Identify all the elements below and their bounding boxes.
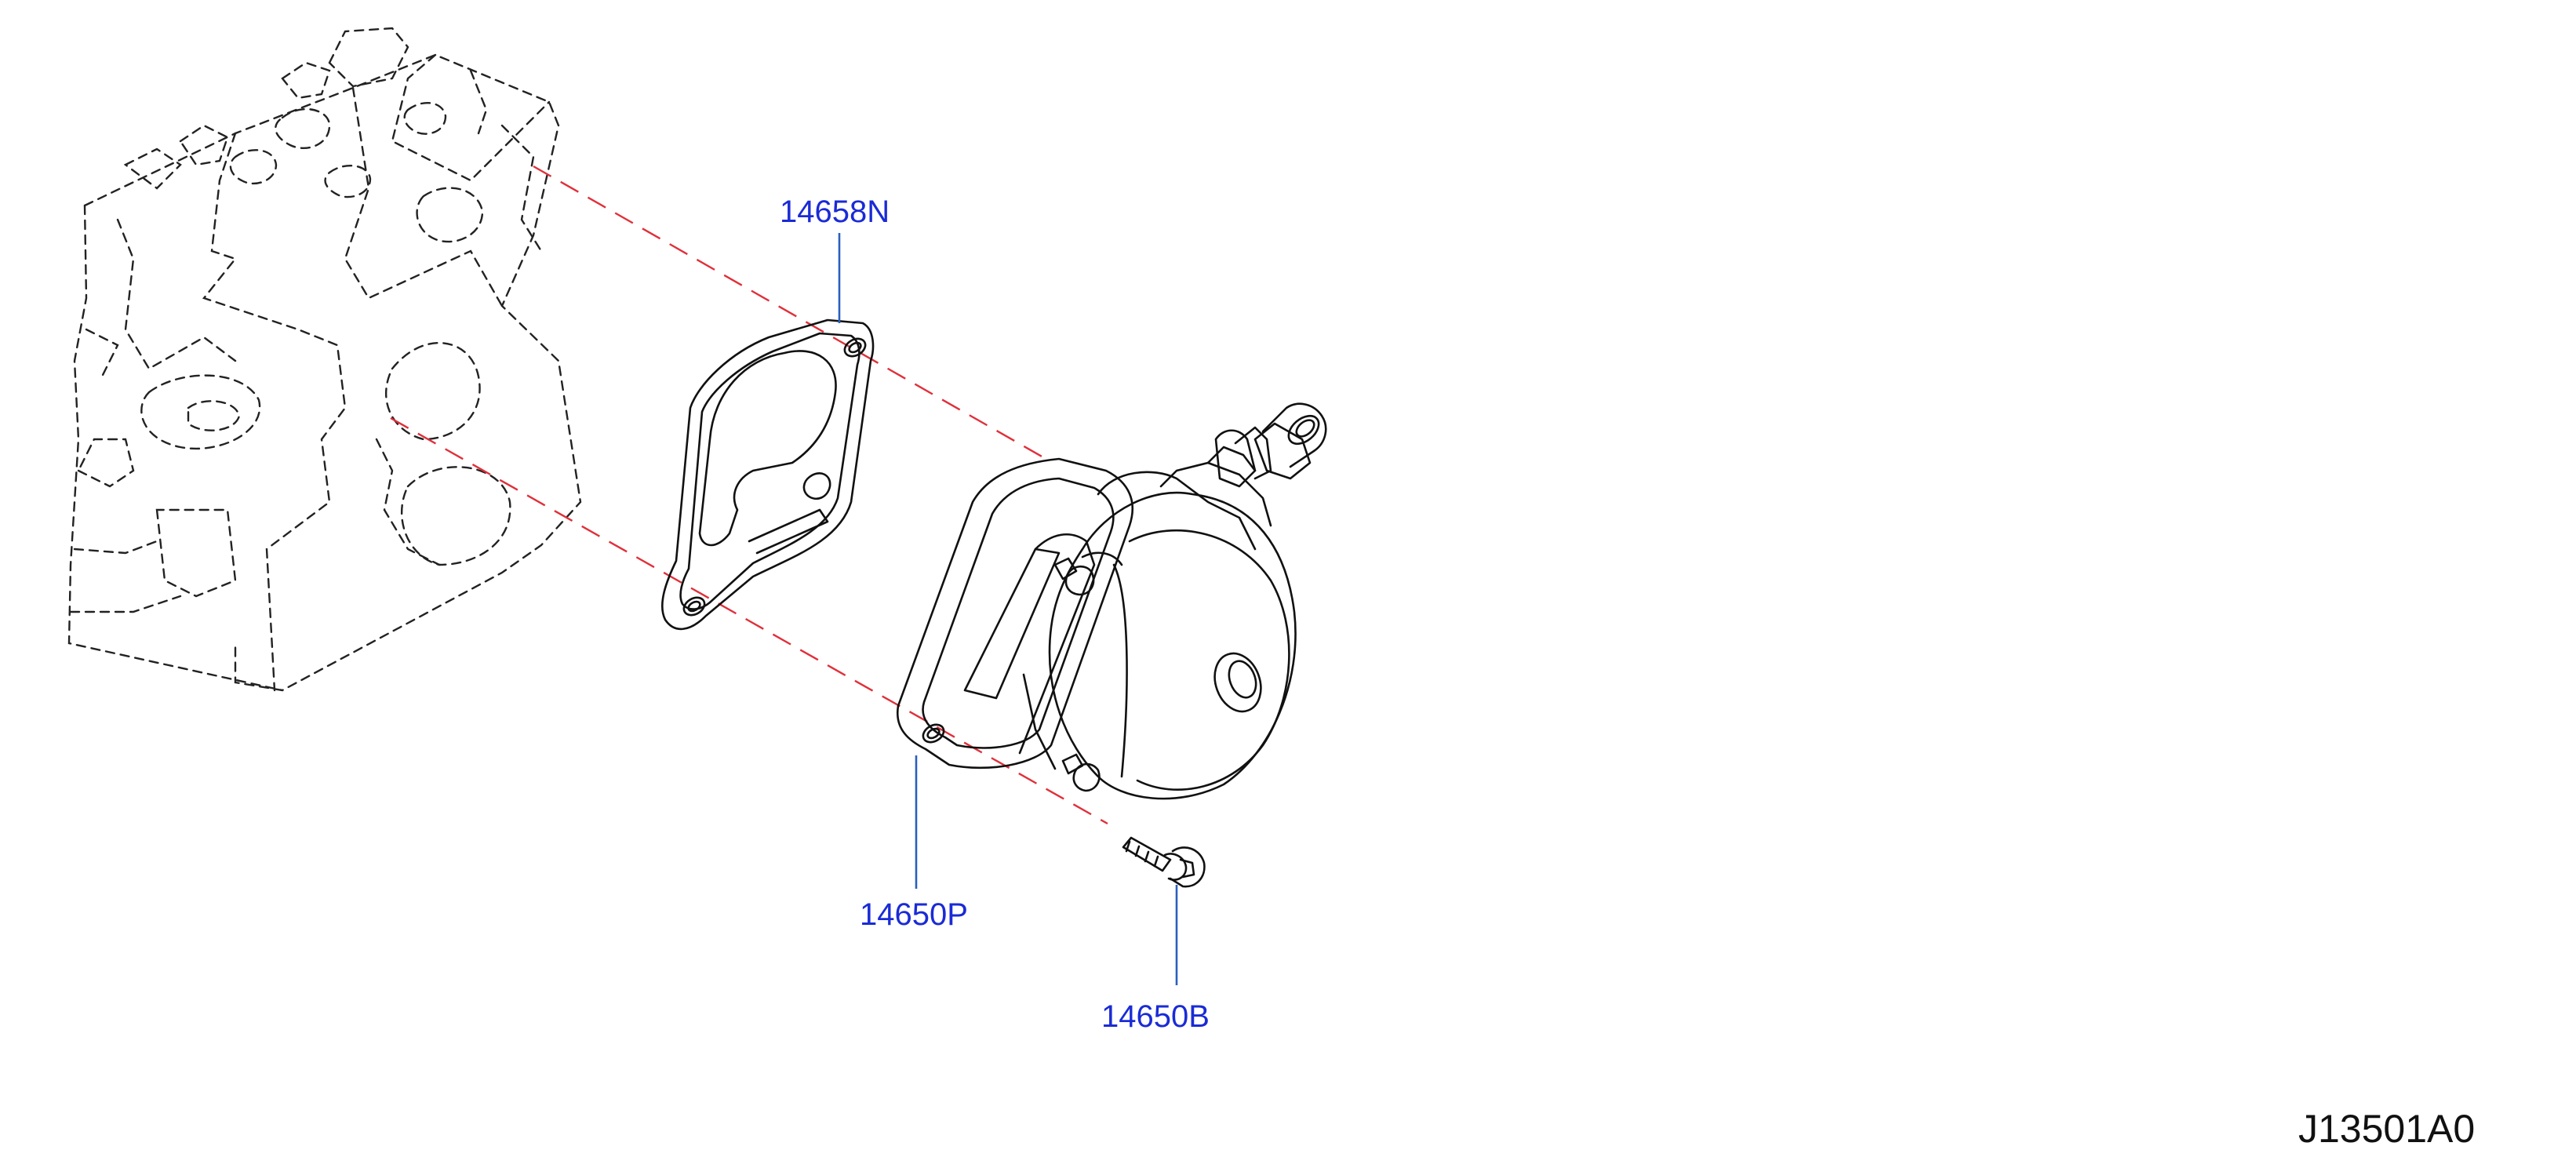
callout-14650P[interactable]: 14650P — [860, 897, 968, 932]
alignment-lines — [390, 165, 1108, 825]
bolt-part[interactable] — [1122, 836, 1206, 888]
engine-block-ghost — [67, 27, 582, 692]
gasket-part[interactable] — [661, 318, 875, 631]
callout-14650B[interactable]: 14650B — [1101, 999, 1210, 1034]
diagram-code: J13501A0 — [2298, 1107, 2476, 1151]
vacuum-pump-part[interactable] — [896, 402, 1327, 800]
leader-lines — [838, 233, 1178, 985]
callout-14658N[interactable]: 14658N — [780, 195, 890, 229]
